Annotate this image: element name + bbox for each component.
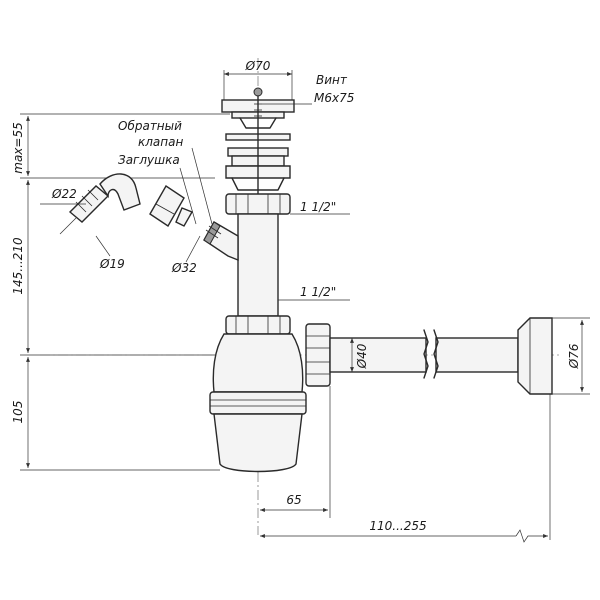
outlet-pipe: Ø40 bbox=[329, 329, 519, 379]
dim-d22: Ø22 bbox=[51, 187, 77, 201]
outlet-cuff: Ø76 bbox=[517, 317, 590, 395]
screw-title: Винт bbox=[316, 73, 348, 87]
dim-height-range: 145...210 bbox=[11, 237, 25, 295]
dim-width-65: 65 bbox=[286, 493, 301, 507]
dim-d70: Ø70 bbox=[245, 59, 271, 73]
dim-height-max: max=55 bbox=[11, 122, 25, 173]
bottle-trap bbox=[209, 333, 307, 473]
screw-size: M6x75 bbox=[314, 91, 354, 105]
thread-upper: 1 1/2" bbox=[300, 200, 336, 214]
dim-height-bottom: 105 bbox=[11, 401, 25, 424]
dim-d40: Ø40 bbox=[355, 343, 369, 369]
valve-line1: Обратный bbox=[118, 119, 182, 133]
screw: Винт M6x75 bbox=[253, 73, 354, 195]
check-valve-label: Обратный клапан Заглушка bbox=[118, 119, 213, 225]
upper-nut: 1 1/2" bbox=[225, 193, 350, 215]
thread-lower: 1 1/2" bbox=[300, 285, 336, 299]
outlet-nut bbox=[305, 323, 331, 387]
dim-d19: Ø19 bbox=[99, 257, 125, 271]
dim-d32: Ø32 bbox=[171, 261, 197, 275]
valve-line2: клапан bbox=[138, 135, 183, 149]
side-inlet: Ø32 bbox=[171, 221, 239, 275]
plug-cap bbox=[149, 185, 194, 227]
vertical-pipe bbox=[237, 213, 279, 317]
horizontal-dimensions: 65 110...255 bbox=[260, 386, 551, 543]
plug-label: Заглушка bbox=[118, 153, 180, 167]
lower-nut: 1 1/2" bbox=[225, 285, 350, 335]
dim-d76: Ø76 bbox=[567, 343, 581, 369]
hose-adapter: Ø22 Ø19 bbox=[40, 173, 141, 271]
dim-width-range: 110...255 bbox=[369, 519, 426, 533]
